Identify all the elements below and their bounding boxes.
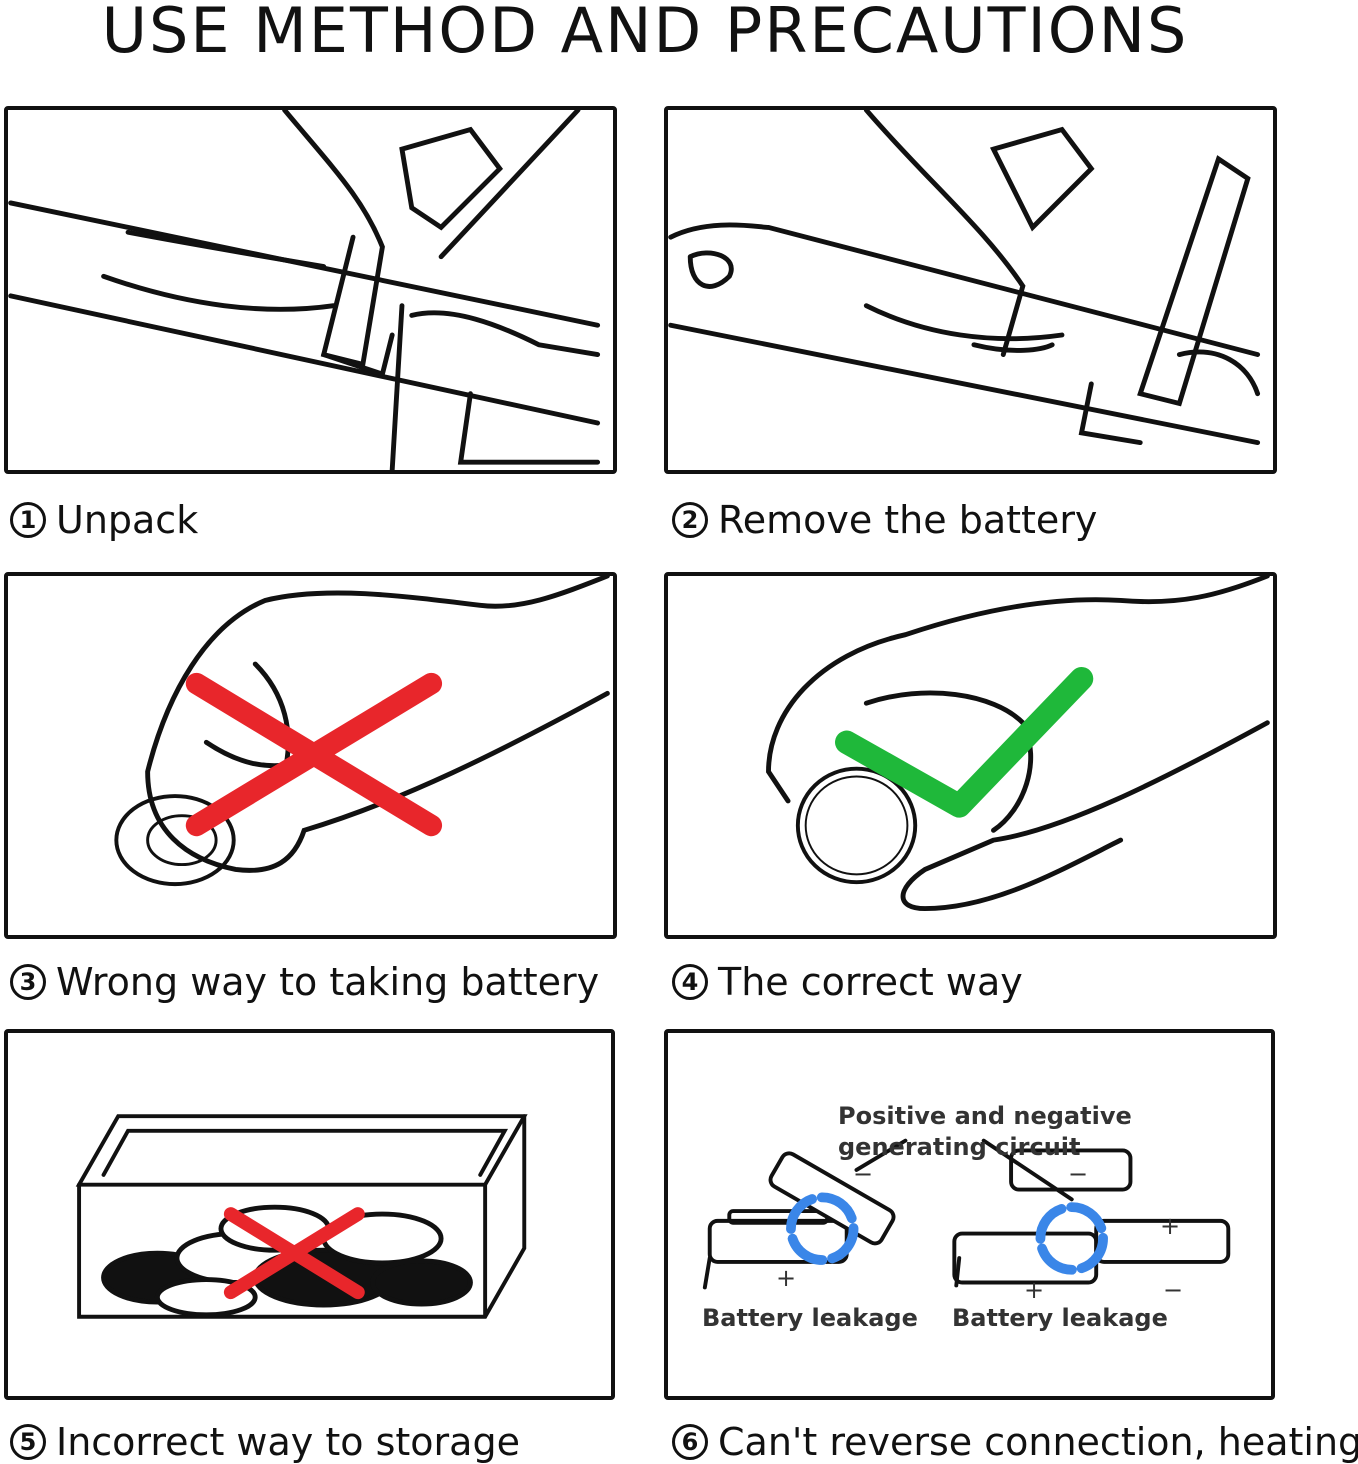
wrong-x-mark [185,672,443,837]
plus-sign: + [776,1264,797,1292]
minus-sign: − [1163,1276,1184,1304]
circuit-arrow-icon [1035,1202,1108,1275]
minus-sign: − [1068,1160,1089,1188]
circuit-label-line-1: Positive and negative [838,1102,1132,1130]
step-number-1: 1 [10,502,46,538]
step-label-1: Unpack [56,498,199,542]
step-caption-5: 5 Incorrect way to storage [10,1420,520,1464]
illustration-unpack [4,106,617,474]
step-label-6: Can't reverse connection, heating [718,1420,1358,1464]
plus-sign: + [1160,1212,1181,1240]
page-title: USE METHOD AND PRECAUTIONS [101,0,1189,67]
leakage-label-right: Battery leakage [952,1304,1168,1332]
illustration-wrong-way [4,572,617,939]
correct-check-mark [835,666,1094,818]
illustration-reverse-connection: Positive and negative generating circuit… [664,1029,1275,1400]
step-number-2: 2 [672,502,708,538]
minus-sign: − [853,1160,874,1188]
step-label-5: Incorrect way to storage [56,1420,520,1464]
step-number-4: 4 [672,964,708,1000]
plus-sign: + [1024,1276,1045,1304]
leakage-label-left: Battery leakage [702,1304,918,1332]
step-caption-2: 2 Remove the battery [672,498,1097,542]
step-number-3: 3 [10,964,46,1000]
step-caption-3: 3 Wrong way to taking battery [10,960,599,1004]
circuit-arrow-icon [786,1192,859,1265]
wrong-x-mark [223,1207,365,1300]
circuit-label: Positive and negative generating circuit [838,1101,1132,1163]
step-label-3: Wrong way to taking battery [56,960,600,1004]
step-number-5: 5 [10,1424,46,1460]
circuit-label-line-2: generating circuit [838,1133,1081,1161]
step-label-4: The correct way [718,960,1023,1004]
illustration-correct-way [664,572,1277,939]
step-caption-1: 1 Unpack [10,498,198,542]
illustration-incorrect-storage [4,1029,615,1400]
step-number-6: 6 [672,1424,708,1460]
illustration-remove-battery [664,106,1277,474]
step-caption-4: 4 The correct way [672,960,1023,1004]
step-caption-6: 6 Can't reverse connection, heating [672,1420,1358,1464]
step-label-2: Remove the battery [718,498,1098,542]
